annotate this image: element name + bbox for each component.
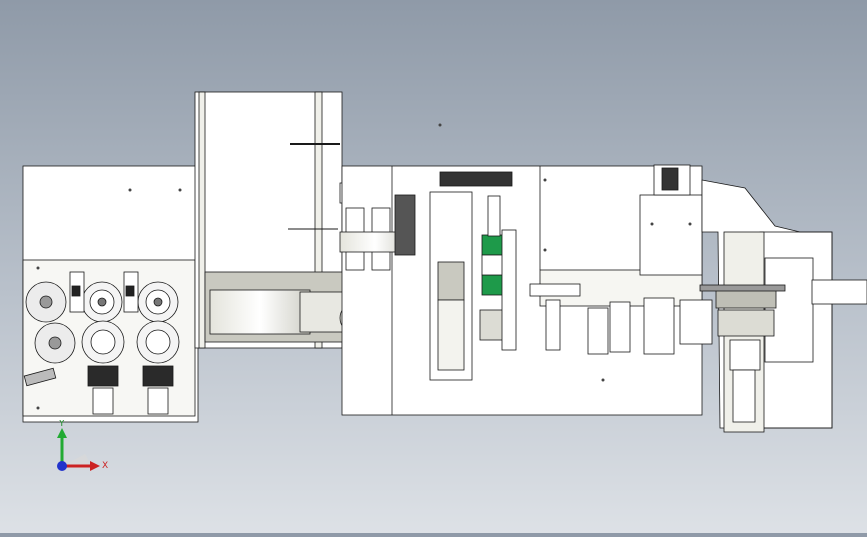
y-axis-label: Y	[58, 420, 65, 429]
orientation-triad: X Y	[40, 419, 130, 490]
fasteners	[36, 123, 692, 410]
roller-group	[25, 281, 180, 364]
z-axis-dot-icon	[57, 461, 67, 471]
left-module	[22, 165, 199, 423]
x-axis-label: X	[102, 461, 108, 471]
forming-section	[529, 164, 713, 355]
hopper-frame	[194, 91, 371, 349]
drive-module	[699, 179, 867, 433]
